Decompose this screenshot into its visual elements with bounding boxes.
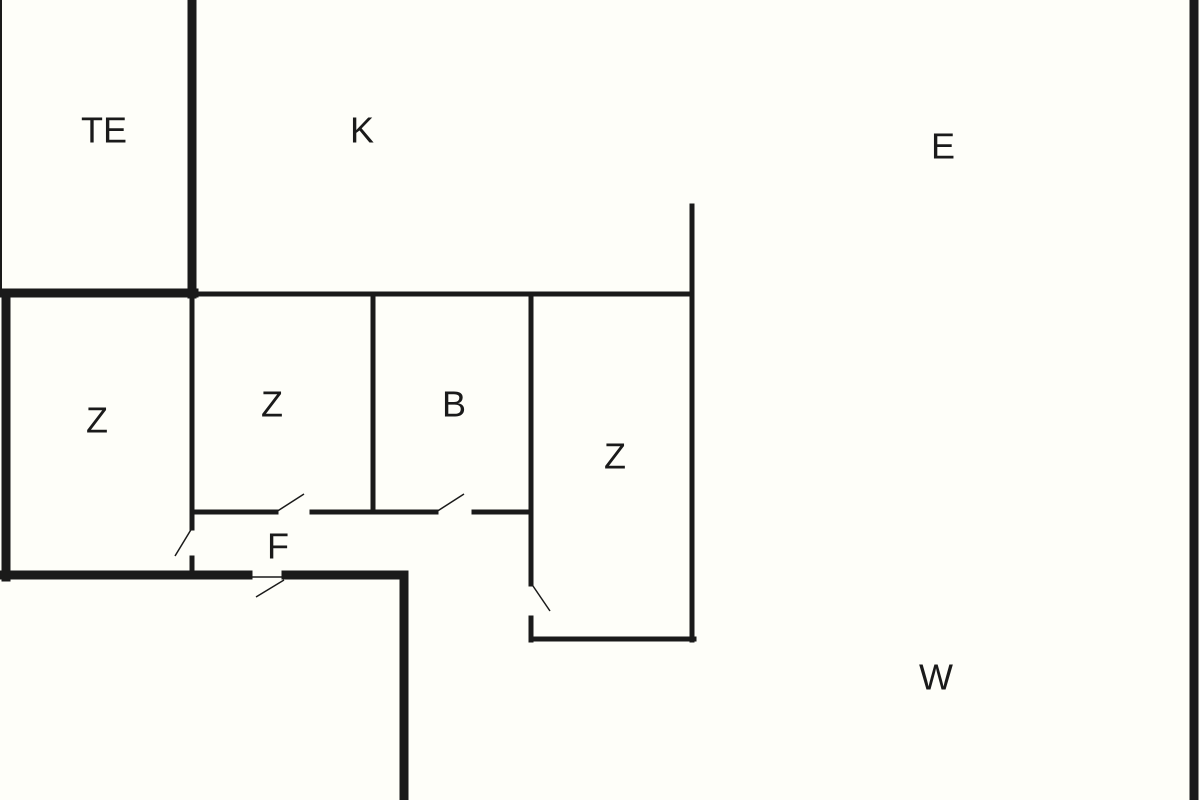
room-label-e: E xyxy=(931,126,955,167)
room-label-b: B xyxy=(442,384,466,425)
door-z1 xyxy=(174,527,193,557)
room-label-te: TE xyxy=(81,110,127,151)
inner-walls xyxy=(189,203,697,643)
room-label-z3: Z xyxy=(604,436,626,477)
thick-walls xyxy=(0,0,409,800)
room-label-w: W xyxy=(919,657,953,698)
door-z2 xyxy=(275,493,305,513)
room-label-f: F xyxy=(267,526,289,567)
room-label-z2: Z xyxy=(261,384,283,425)
door-z3 xyxy=(532,585,551,612)
room-label-k: K xyxy=(350,110,374,151)
door-entry xyxy=(248,576,286,598)
door-b xyxy=(435,493,465,513)
room-label-z1: Z xyxy=(86,400,108,441)
